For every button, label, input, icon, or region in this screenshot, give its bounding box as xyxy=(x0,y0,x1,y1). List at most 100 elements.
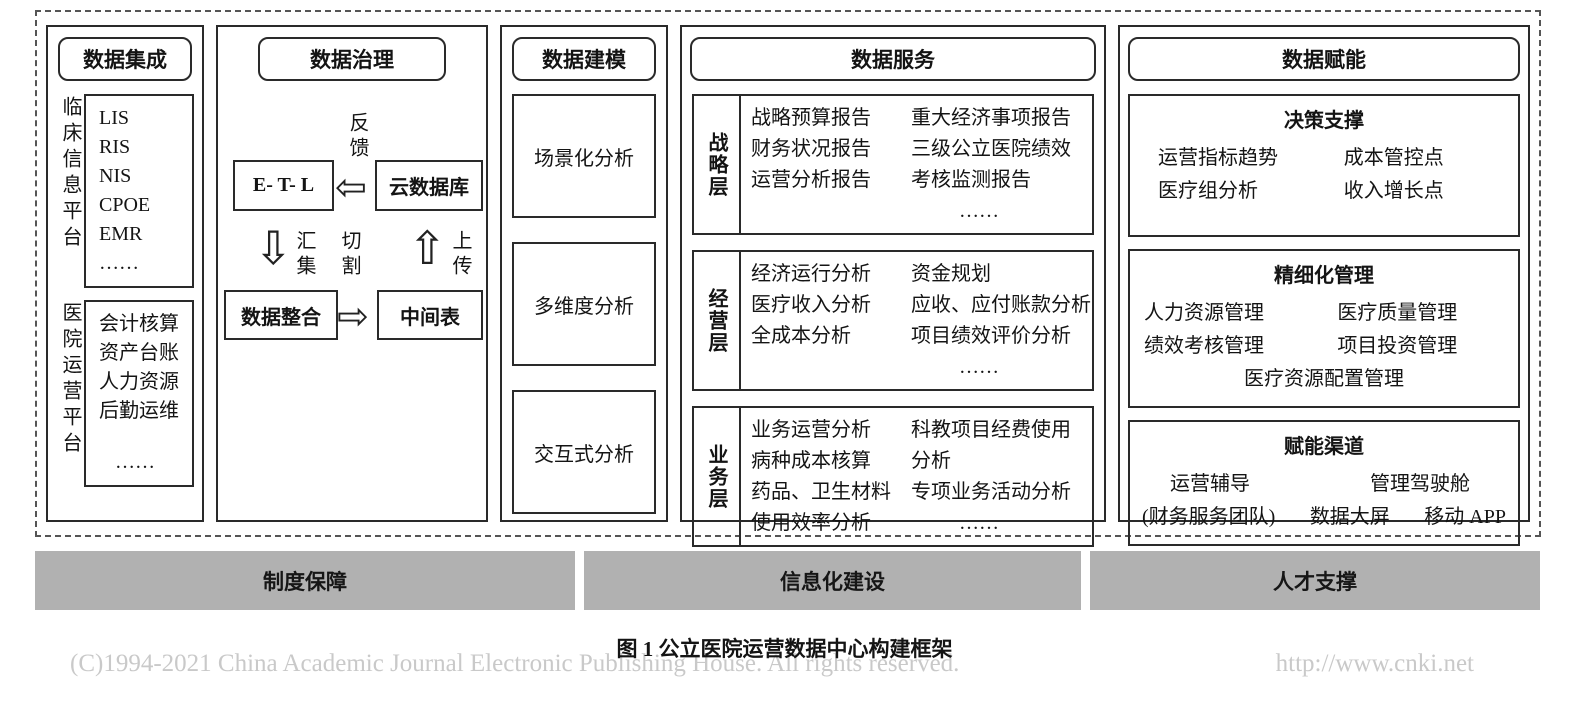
list-item: 医疗收入分析 xyxy=(751,294,871,316)
panel-title-data-integration: 数据集成 xyxy=(58,37,192,81)
list-item: 运营分析报告 xyxy=(751,169,871,191)
list-item: …… xyxy=(959,200,999,222)
list-item: …… xyxy=(959,356,999,378)
business-layer-row: 业务层 业务运营分析病种成本核算药品、卫生材料使用效率分析 科教项目经费使用分析… xyxy=(692,406,1094,547)
middle-table-box: 中间表 xyxy=(377,290,483,340)
clinical-platform-label: 临床信息平台 xyxy=(59,96,81,252)
empowerment-item: 医疗资源配置管理 xyxy=(1244,368,1404,390)
list-item: 科教项目经费使用 xyxy=(911,419,1071,441)
list-item: 经济运行分析 xyxy=(751,263,871,285)
down-arrow-icon: ⇩ xyxy=(254,221,293,275)
decision-support-heading: 决策支撑 xyxy=(1284,110,1364,132)
business-layer-content: 业务运营分析病种成本核算药品、卫生材料使用效率分析 科教项目经费使用分析专项业务… xyxy=(741,408,1092,545)
list-item: 资产台账 xyxy=(99,342,179,364)
decision-support-row: 医疗组分析 收入增长点 xyxy=(1140,175,1508,208)
bar-informatization: 信息化建设 xyxy=(584,551,1081,610)
strategic-layer-label: 战略层 xyxy=(694,96,741,233)
left-arrow-icon: ⇦ xyxy=(335,165,367,209)
business-layer-col2: 科教项目经费使用分析专项业务活动分析…… xyxy=(911,415,1090,539)
empowerment-item: 运营辅导 xyxy=(1170,473,1250,495)
fine-management-row: 医疗资源配置管理 xyxy=(1140,363,1508,396)
list-item: 后勤运维 xyxy=(99,400,179,422)
panel-title-data-empowerment: 数据赋能 xyxy=(1128,37,1520,81)
list-item: 药品、卫生材料 xyxy=(751,481,891,503)
operation-platform-label: 医院运营平台 xyxy=(59,302,81,458)
empowerment-item: 数据大屏 xyxy=(1309,506,1390,528)
scenario-analysis-box: 场景化分析 xyxy=(512,94,656,218)
list-item: 业务运营分析 xyxy=(751,419,871,441)
list-item: NIS xyxy=(99,165,132,187)
operating-layer-label: 经营层 xyxy=(694,252,741,389)
list-item: …… xyxy=(959,512,999,534)
strategic-layer-content: 战略预算报告财务状况报告运营分析报告 重大经济事项报告三级公立医院绩效考核监测报… xyxy=(741,96,1092,233)
decision-support-box: 决策支撑 运营指标趋势 成本管控点 医疗组分析 收入增长点 xyxy=(1128,94,1520,237)
panel-title-data-governance: 数据治理 xyxy=(258,37,446,81)
feedback-label: 反馈 xyxy=(346,112,368,162)
foundation-bars: 制度保障 信息化建设 人才支撑 xyxy=(35,551,1541,610)
fine-management-row: 绩效考核管理 项目投资管理 xyxy=(1140,330,1508,363)
operating-layer-col2: 资金规划应收、应付账款分析项目绩效评价分析 …… xyxy=(911,259,1091,383)
watermark-copyright: (C)1994-2021 China Academic Journal Elec… xyxy=(70,650,960,677)
empowerment-channels-row: 运营辅导 管理驾驶舱 xyxy=(1140,468,1508,501)
list-item: 专项业务活动分析 xyxy=(911,481,1071,503)
fine-management-heading: 精细化管理 xyxy=(1274,265,1374,287)
list-item: LIS xyxy=(99,107,129,129)
panel-title-data-services: 数据服务 xyxy=(690,37,1096,81)
list-item: 病种成本核算 xyxy=(751,450,871,472)
empowerment-channels-box: 赋能渠道 运营辅导 管理驾驶舱 (财务服务团队) 数据大屏 移动 APP xyxy=(1128,420,1520,546)
list-item: …… xyxy=(115,451,155,473)
data-merge-box: 数据整合 xyxy=(224,290,338,340)
list-item: …… xyxy=(99,252,139,274)
bar-system-guarantee: 制度保障 xyxy=(35,551,575,610)
panel-data-modeling: 数据建模 场景化分析 多维度分析 交互式分析 xyxy=(500,25,668,522)
upload-label: 上传 xyxy=(449,230,471,280)
multidimensional-analysis-box: 多维度分析 xyxy=(512,242,656,366)
list-item: 会计核算 xyxy=(99,313,179,335)
etl-box: E- T- L xyxy=(233,160,334,211)
empowerment-item: 移动 APP xyxy=(1424,506,1506,528)
operation-systems-box: 会计核算资产台账人力资源后勤运维 …… xyxy=(84,300,194,487)
list-item: 财务状况报告 xyxy=(751,138,871,160)
fine-management-box: 精细化管理 人力资源管理 医疗质量管理 绩效考核管理 项目投资管理 医疗资源配置… xyxy=(1128,249,1520,408)
up-arrow-icon: ⇧ xyxy=(408,221,447,275)
interactive-analysis-box: 交互式分析 xyxy=(512,390,656,514)
list-item: 三级公立医院绩效 xyxy=(911,138,1071,160)
empowerment-item: 管理驾驶舱 xyxy=(1370,473,1470,495)
cut-label: 切割 xyxy=(338,230,360,280)
business-layer-label: 业务层 xyxy=(694,408,741,545)
empowerment-item: 医疗质量管理 xyxy=(1337,302,1458,324)
list-item: 重大经济事项报告 xyxy=(911,107,1071,129)
list-item: 考核监测报告 xyxy=(911,169,1031,191)
operation-platform-group: 医院运营平台 会计核算资产台账人力资源后勤运维 …… xyxy=(56,300,194,487)
list-item: 资金规划 xyxy=(911,263,991,285)
cloud-database-box: 云数据库 xyxy=(375,160,483,211)
panel-data-empowerment: 数据赋能 决策支撑 运营指标趋势 成本管控点 医疗组分析 收入增长点 精细化管理… xyxy=(1118,25,1530,546)
list-item: EMR xyxy=(99,223,143,245)
list-item: 人力资源 xyxy=(99,371,179,393)
empowerment-item: 收入增长点 xyxy=(1343,180,1444,202)
list-item: 应收、应付账款分析 xyxy=(911,294,1091,316)
business-layer-col1: 业务运营分析病种成本核算药品、卫生材料使用效率分析 xyxy=(751,415,911,539)
strategic-layer-row: 战略层 战略预算报告财务状况报告运营分析报告 重大经济事项报告三级公立医院绩效考… xyxy=(692,94,1094,235)
list-item: CPOE xyxy=(99,194,151,216)
list-item: 战略预算报告 xyxy=(751,107,871,129)
bar-talent-support: 人才支撑 xyxy=(1090,551,1540,610)
empowerment-item: (财务服务团队) xyxy=(1142,506,1276,528)
watermark: (C)1994-2021 China Academic Journal Elec… xyxy=(70,650,1474,678)
decision-support-row: 运营指标趋势 成本管控点 xyxy=(1140,142,1508,175)
empowerment-channels-row: (财务服务团队) 数据大屏 移动 APP xyxy=(1140,501,1508,534)
operating-layer-content: 经济运行分析医疗收入分析全成本分析 资金规划应收、应付账款分析项目绩效评价分析…… xyxy=(741,252,1093,389)
list-item: 项目绩效评价分析 xyxy=(911,325,1071,347)
panel-data-governance: 数据治理 反馈 E- T- L ⇦ 云数据库 ⇩ 汇集 切割 ⇧ 上传 数据整合… xyxy=(216,25,488,522)
empowerment-item: 运营指标趋势 xyxy=(1158,147,1278,169)
empowerment-channels-heading: 赋能渠道 xyxy=(1284,436,1364,458)
right-arrow-icon: ⇨ xyxy=(337,294,369,338)
list-item: 使用效率分析 xyxy=(751,512,871,534)
watermark-url: http://www.cnki.net xyxy=(1275,650,1474,677)
empowerment-item: 人力资源管理 xyxy=(1144,302,1264,324)
empowerment-item: 项目投资管理 xyxy=(1337,335,1458,357)
gather-label: 汇集 xyxy=(293,230,315,280)
